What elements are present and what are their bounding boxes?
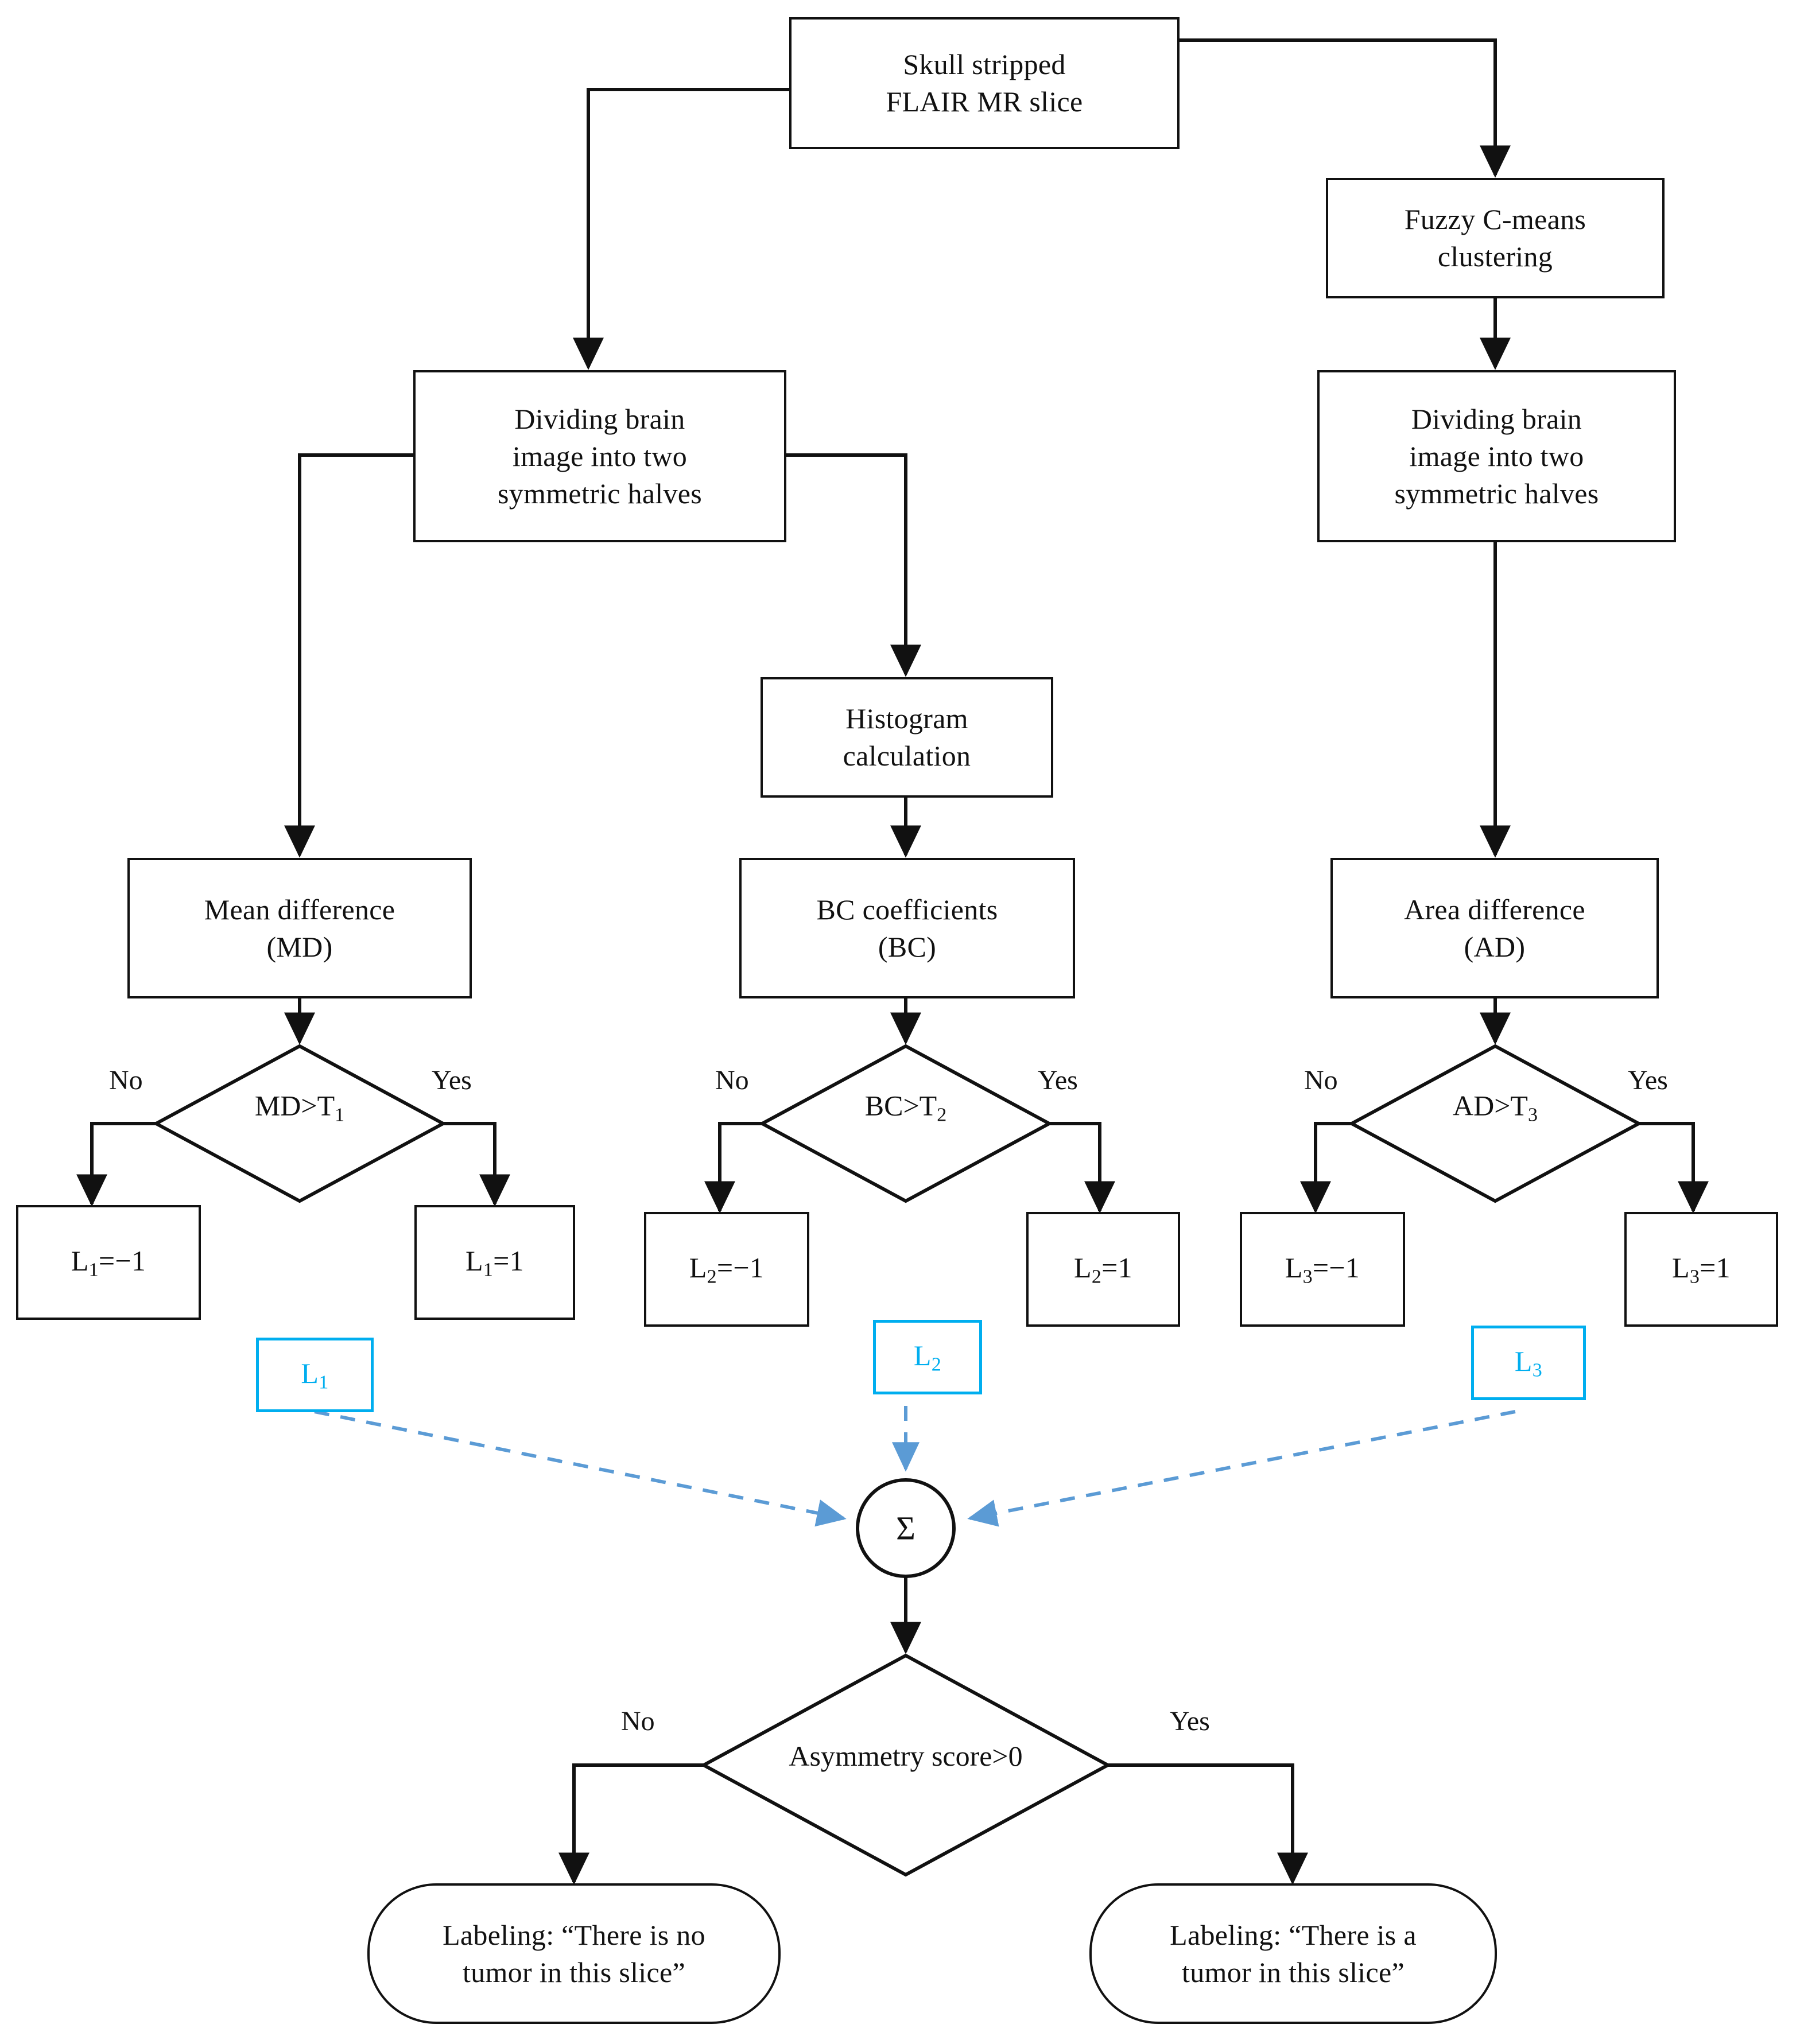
output-l3-neg-sub: 3 bbox=[1302, 1266, 1313, 1288]
label-l1-blue: L1 bbox=[256, 1338, 374, 1412]
decision-md-subscript: 1 bbox=[335, 1104, 345, 1126]
decision-asymmetry-text: Asymmetry score>0 bbox=[789, 1740, 1023, 1772]
terminal-no-tumor-line1: Labeling: “There is no bbox=[443, 1918, 705, 1951]
node-mean-difference: Mean difference (MD) bbox=[127, 858, 472, 998]
decision-ad-no-label: No bbox=[1304, 1065, 1338, 1095]
output-l3-negative: L3=−1 bbox=[1240, 1212, 1405, 1327]
output-l2-pos-value: =1 bbox=[1101, 1251, 1132, 1284]
label-l2-blue: L2 bbox=[873, 1320, 982, 1394]
decision-bc-yes-label: Yes bbox=[1038, 1065, 1078, 1095]
decision-ad-yes-label: Yes bbox=[1628, 1065, 1668, 1095]
decision-bc-shape bbox=[758, 1044, 1053, 1203]
sum-symbol: Σ bbox=[896, 1509, 915, 1547]
output-l2-neg-base: L bbox=[689, 1251, 707, 1284]
label-l3-blue: L3 bbox=[1471, 1326, 1586, 1400]
node-divide-left-line1: Dividing brain bbox=[514, 402, 685, 435]
terminal-tumor: Labeling: “There is a tumor in this slic… bbox=[1089, 1883, 1497, 2024]
label-l1-base: L bbox=[301, 1357, 319, 1389]
decision-md-shape bbox=[152, 1044, 447, 1203]
node-ad-line2: (AD) bbox=[1464, 930, 1526, 963]
output-l2-neg-sub: 2 bbox=[707, 1266, 717, 1288]
decision-ad-subscript: 3 bbox=[1527, 1104, 1538, 1126]
decision-asymmetry-yes-label: Yes bbox=[1170, 1706, 1210, 1736]
label-l3-sub: 3 bbox=[1532, 1359, 1543, 1381]
terminal-tumor-line2: tumor in this slice” bbox=[1182, 1956, 1405, 1988]
output-l2-positive: L2=1 bbox=[1026, 1212, 1180, 1327]
decision-ad-text: AD>T3 bbox=[1453, 1089, 1538, 1126]
output-l3-pos-base: L bbox=[1672, 1251, 1690, 1284]
decision-md-yes-label: Yes bbox=[432, 1065, 472, 1095]
terminal-no-tumor: Labeling: “There is no tumor in this sli… bbox=[367, 1883, 781, 2024]
output-l3-neg-value: =−1 bbox=[1312, 1251, 1360, 1284]
node-divide-right-line2: image into two bbox=[1409, 440, 1584, 472]
node-bc-line1: BC coefficients bbox=[816, 893, 998, 926]
output-l2-negative: L2=−1 bbox=[644, 1212, 809, 1327]
output-l3-pos-sub: 3 bbox=[1689, 1266, 1700, 1288]
decision-ad-shape bbox=[1348, 1044, 1643, 1203]
decision-bc-condition: BC>T bbox=[864, 1089, 937, 1122]
node-divide-right-line1: Dividing brain bbox=[1411, 402, 1582, 435]
output-l1-neg-value: =−1 bbox=[98, 1244, 146, 1277]
output-l1-negative: L1=−1 bbox=[16, 1205, 201, 1320]
output-l3-neg-base: L bbox=[1285, 1251, 1303, 1284]
decision-bc-no-label: No bbox=[715, 1065, 749, 1095]
output-l3-pos-value: =1 bbox=[1700, 1251, 1731, 1284]
decision-md-no-label: No bbox=[109, 1065, 143, 1095]
decision-ad-condition: AD>T bbox=[1453, 1089, 1528, 1122]
label-l3-base: L bbox=[1514, 1344, 1533, 1377]
label-l1-sub: 1 bbox=[319, 1371, 329, 1393]
output-l2-pos-sub: 2 bbox=[1091, 1266, 1102, 1288]
output-l1-neg-base: L bbox=[71, 1244, 89, 1277]
node-divide-right: Dividing brain image into two symmetric … bbox=[1317, 370, 1676, 542]
decision-md-text: MD>T1 bbox=[255, 1089, 344, 1126]
output-l2-neg-value: =−1 bbox=[716, 1251, 765, 1284]
decision-asymmetry-no-label: No bbox=[621, 1706, 655, 1736]
node-fcm-line2: clustering bbox=[1437, 240, 1553, 273]
terminal-no-tumor-line2: tumor in this slice” bbox=[463, 1956, 685, 1988]
node-bc-coefficients: BC coefficients (BC) bbox=[739, 858, 1075, 998]
decision-bc-text: BC>T2 bbox=[865, 1089, 946, 1126]
dashed-arrow-l3 bbox=[967, 1410, 1516, 1527]
decision-asymmetry-shape bbox=[700, 1653, 1112, 1877]
node-fcm-line1: Fuzzy C-means bbox=[1404, 203, 1586, 235]
node-md-line2: (MD) bbox=[266, 930, 333, 963]
output-l1-positive: L1=1 bbox=[414, 1205, 575, 1320]
sum-circle bbox=[856, 1478, 956, 1578]
node-input-line2: FLAIR MR slice bbox=[886, 86, 1083, 118]
node-md-line1: Mean difference bbox=[204, 893, 395, 926]
output-l1-neg-sub: 1 bbox=[88, 1259, 99, 1281]
node-divide-left-line3: symmetric halves bbox=[497, 477, 703, 510]
output-l2-pos-base: L bbox=[1074, 1251, 1092, 1284]
node-fuzzy-cmeans: Fuzzy C-means clustering bbox=[1326, 178, 1665, 298]
terminal-tumor-line1: Labeling: “There is a bbox=[1170, 1918, 1417, 1951]
node-divide-right-line3: symmetric halves bbox=[1394, 477, 1599, 510]
node-histogram-line2: calculation bbox=[843, 740, 971, 772]
output-l1-pos-sub: 1 bbox=[483, 1259, 494, 1281]
output-l1-pos-value: =1 bbox=[493, 1244, 524, 1277]
node-histogram: Histogram calculation bbox=[761, 677, 1053, 798]
node-input-slice: Skull stripped FLAIR MR slice bbox=[789, 17, 1180, 149]
label-l2-sub: 2 bbox=[931, 1354, 942, 1375]
node-area-difference: Area difference (AD) bbox=[1330, 858, 1659, 998]
node-input-line1: Skull stripped bbox=[903, 48, 1066, 80]
decision-bc-subscript: 2 bbox=[937, 1104, 947, 1126]
node-divide-left-line2: image into two bbox=[512, 440, 688, 472]
node-ad-line1: Area difference bbox=[1404, 893, 1585, 926]
output-l1-pos-base: L bbox=[465, 1244, 483, 1277]
decision-md-condition: MD>T bbox=[254, 1089, 335, 1122]
dashed-arrow-l1 bbox=[314, 1410, 847, 1527]
node-bc-line2: (BC) bbox=[878, 930, 937, 963]
node-histogram-line1: Histogram bbox=[845, 702, 968, 735]
node-divide-left: Dividing brain image into two symmetric … bbox=[413, 370, 786, 542]
output-l3-positive: L3=1 bbox=[1624, 1212, 1778, 1327]
label-l2-base: L bbox=[913, 1339, 932, 1371]
